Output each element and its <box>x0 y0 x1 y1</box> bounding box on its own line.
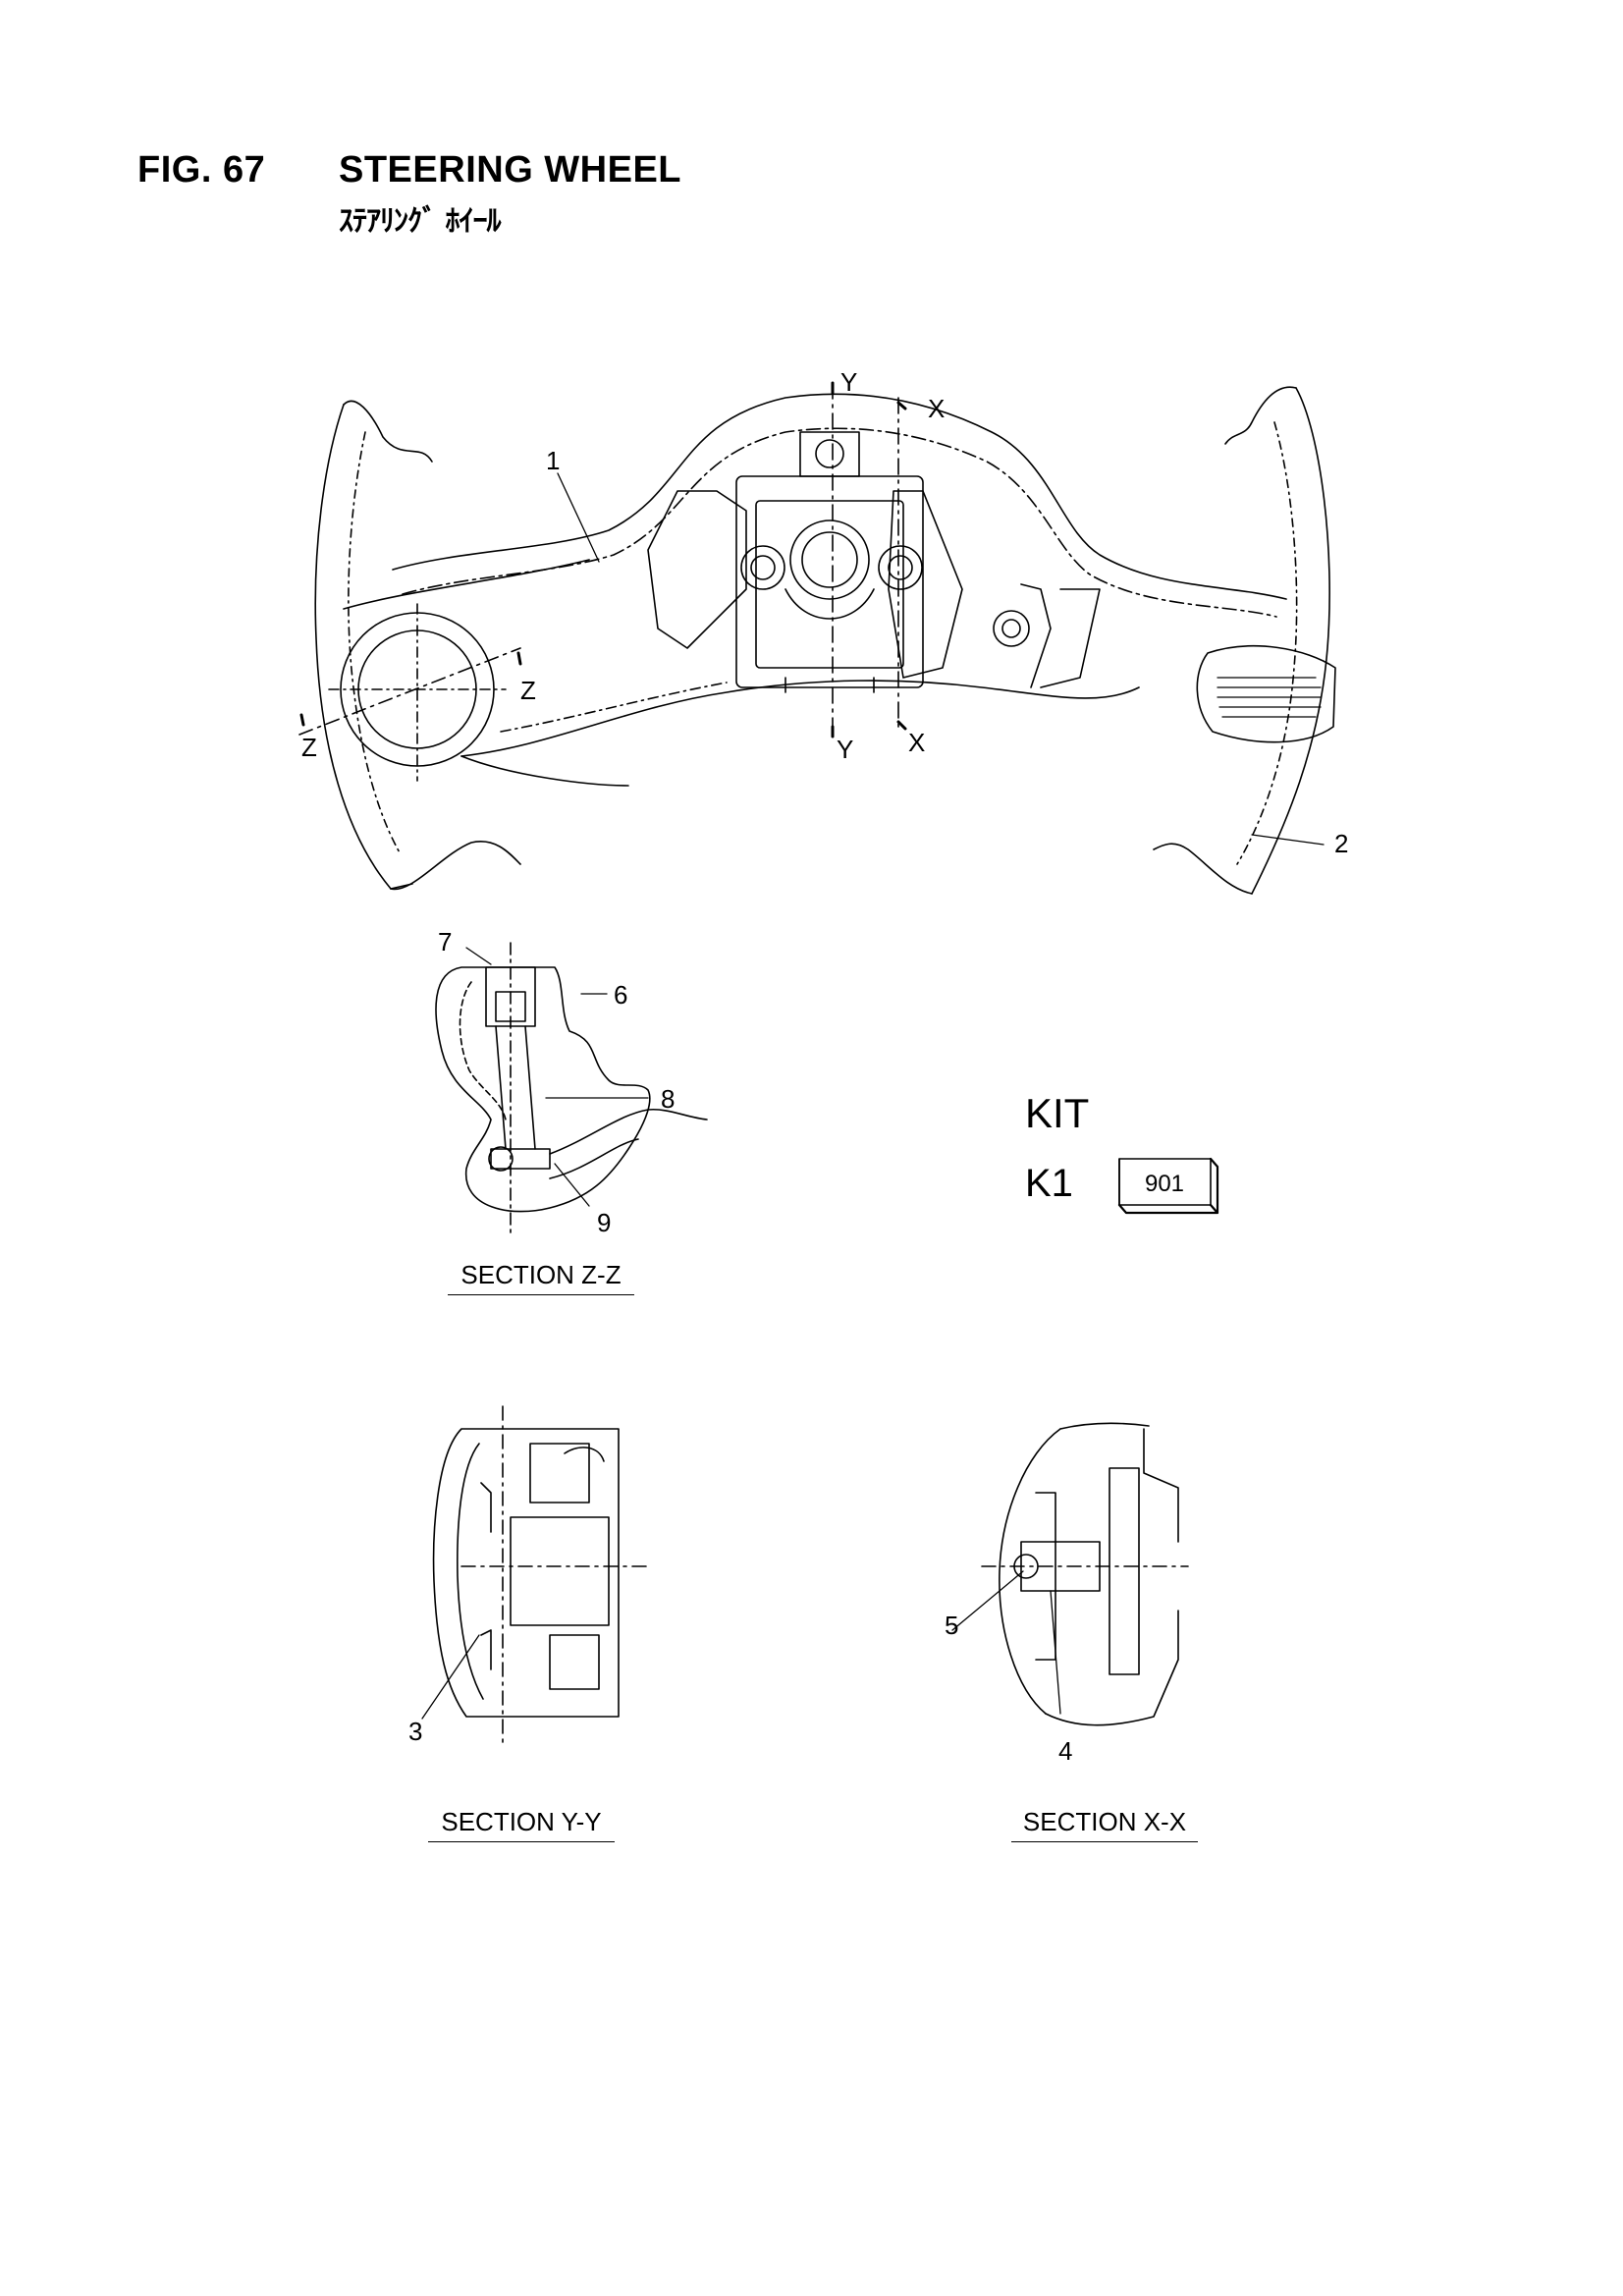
callout-3: 3 <box>408 1717 422 1746</box>
marker-x-bottom: X <box>908 728 925 757</box>
steering-wheel-main-view <box>298 381 1336 895</box>
caption-section-yy: SECTION Y-Y <box>428 1807 615 1842</box>
callout-6: 6 <box>614 980 627 1010</box>
kit-part-box: 901 <box>1117 1157 1219 1215</box>
kit-label: KIT <box>1025 1090 1090 1136</box>
caption-section-xx: SECTION X-X <box>1011 1807 1198 1842</box>
marker-y-bottom: Y <box>837 735 853 764</box>
section-yy-drawing <box>421 1405 649 1749</box>
kit-code: K1 <box>1025 1162 1073 1205</box>
caption-section-zz: SECTION Z-Z <box>448 1260 634 1295</box>
callout-9: 9 <box>597 1208 611 1237</box>
marker-z-upper: Z <box>520 676 536 705</box>
callout-2: 2 <box>1334 829 1348 858</box>
callout-8: 8 <box>661 1084 675 1114</box>
section-zz-drawing <box>435 942 708 1238</box>
figure-number: FIG. 67 <box>137 149 266 191</box>
marker-y-top: Y <box>840 367 857 397</box>
marker-z-lower: Z <box>301 733 317 762</box>
callout-5: 5 <box>945 1611 958 1640</box>
kit-part-number: 901 <box>1145 1171 1184 1197</box>
figure-title: STEERING WHEEL <box>339 149 682 191</box>
marker-x-top: X <box>928 394 945 423</box>
callout-4: 4 <box>1058 1736 1072 1766</box>
callout-7: 7 <box>438 927 452 957</box>
figure-title-japanese: ｽﾃｱﾘﾝｸﾞ ﾎｲｰﾙ <box>339 204 501 239</box>
callout-1: 1 <box>546 446 560 475</box>
section-xx-drawing <box>951 1422 1189 1726</box>
